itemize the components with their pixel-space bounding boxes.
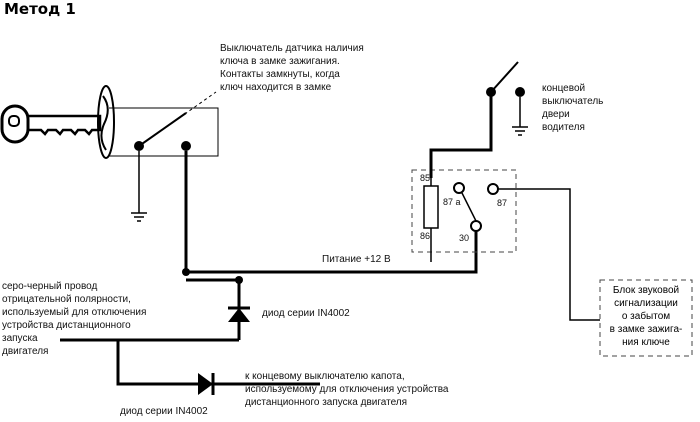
door-switch-contact-right xyxy=(515,87,525,97)
label-line: концевой xyxy=(542,83,586,94)
note-line: устройства дистанционного xyxy=(2,320,131,331)
note-line: дистанционного запуска двигателя xyxy=(245,397,408,408)
label-line: водителя xyxy=(542,122,585,133)
pin-30: 30 xyxy=(459,233,470,243)
box-line: ния ключе xyxy=(622,337,670,348)
door-switch-label: концевой выключатель двери водителя xyxy=(542,82,603,134)
note-line: ключа в замке зажигания. xyxy=(220,56,340,67)
note-line: используемому для отключения устройства xyxy=(245,384,449,395)
relay-contact-30 xyxy=(470,220,482,232)
buzzer-box xyxy=(599,279,693,357)
note-line: серо-черный провод xyxy=(2,281,98,292)
page-title: Метод 1 xyxy=(4,0,76,18)
note-line: к концевому выключателю капота, xyxy=(245,371,405,382)
note-line: Контакты замкнуты, когда xyxy=(220,69,340,80)
box-line: о забытом xyxy=(621,311,671,322)
note-line: отрицательной полярности, xyxy=(2,294,131,305)
pin-86: 86 xyxy=(420,231,431,241)
label-line: выключатель xyxy=(542,96,604,107)
box-line: сигнализации xyxy=(614,298,678,309)
box-line: Блок звуковой xyxy=(612,285,680,296)
ground-symbol-door xyxy=(512,97,528,136)
note-line: запуска xyxy=(2,333,38,344)
label-line: двери xyxy=(542,109,570,120)
ground-symbol-ignition xyxy=(131,151,147,222)
key-icon xyxy=(0,104,102,144)
note-line: ключ находится в замке xyxy=(220,82,332,93)
relay-contact-87 xyxy=(487,183,499,195)
buzzer-box-label: Блок звуковой сигнализации о забытом в з… xyxy=(604,284,688,349)
box-line: в замке зажига- xyxy=(609,324,683,335)
hood-note: к концевому выключателю капота, использу… xyxy=(245,370,449,409)
pin-87a: 87 a xyxy=(443,197,461,207)
ignition-switch-housing xyxy=(109,107,219,157)
lock-cylinder-shape xyxy=(97,85,115,159)
wire-note: серо-черный провод отрицательной полярно… xyxy=(2,280,146,358)
diode1-symbol xyxy=(228,306,250,322)
power-label: Питание +12 В xyxy=(322,254,391,265)
relay-contact-87a xyxy=(453,182,465,194)
note-line: Выключатель датчика наличия xyxy=(220,43,364,54)
ignition-switch-note: Выключатель датчика наличия ключа в замк… xyxy=(220,42,364,94)
relay-box xyxy=(411,169,517,253)
note-line: двигателя xyxy=(2,346,49,357)
diode2-symbol xyxy=(198,373,215,395)
note-line: используемый для отключения xyxy=(2,307,147,318)
pin-85: 85 xyxy=(420,173,431,183)
diode2-label: диод серии IN4002 xyxy=(120,406,208,417)
ignition-contact-right xyxy=(181,141,191,151)
relay-coil xyxy=(423,185,439,229)
pin-87: 87 xyxy=(497,198,508,208)
diode1-label: диод серии IN4002 xyxy=(262,308,350,319)
